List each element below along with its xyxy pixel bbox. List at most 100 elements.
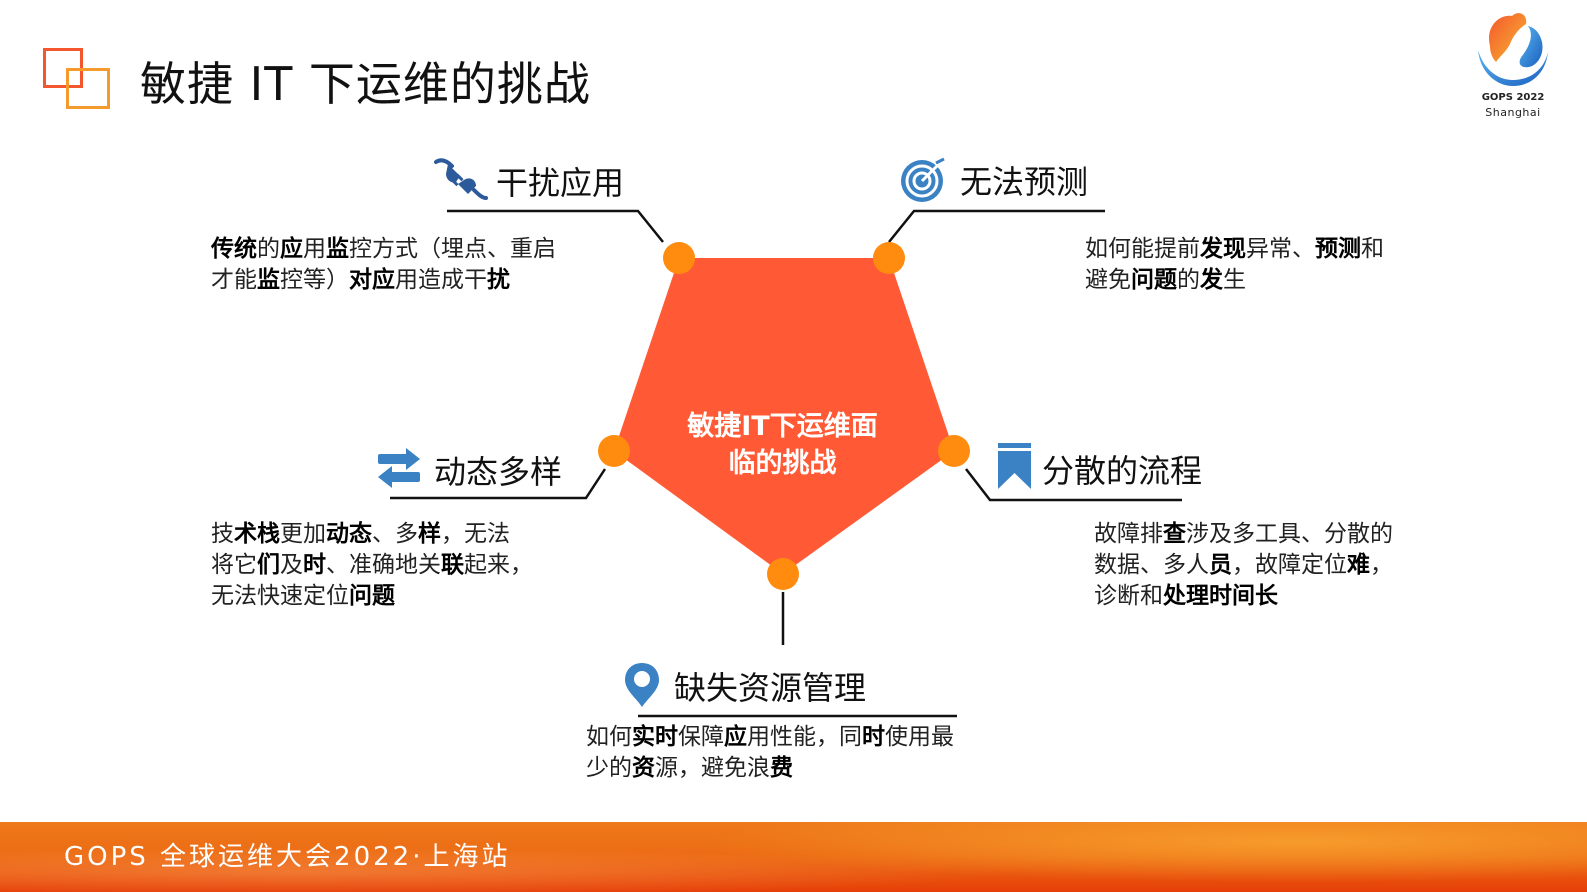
desc-line: 技术栈更加动态、多样，无法 <box>211 519 533 550</box>
connector-line-dynamic <box>390 468 607 500</box>
desc-emphasis: 应 <box>724 724 747 750</box>
challenge-title-dynamic: 动态多样 <box>434 453 563 491</box>
challenge-title-interfere: 干扰应用 <box>496 164 625 202</box>
desc-text: 故障排 <box>1094 521 1163 547</box>
desc-text: 源，避免浪 <box>655 755 770 781</box>
desc-emphasis: 难 <box>1347 552 1370 578</box>
node-scattered <box>938 435 970 467</box>
challenge-title-scattered: 分散的流程 <box>1042 452 1203 490</box>
desc-line: 将它们及时、准确地关联起来， <box>211 550 533 581</box>
desc-text: 少的 <box>586 755 632 781</box>
connector-line-scattered <box>965 468 1182 502</box>
desc-emphasis: 应 <box>280 236 303 262</box>
desc-emphasis: 动态 <box>326 521 372 547</box>
desc-line: 如何能提前发现异常、预测和 <box>1085 234 1384 265</box>
desc-emphasis: 时 <box>862 724 885 750</box>
desc-emphasis: 费 <box>770 755 793 781</box>
desc-line: 无法快速定位问题 <box>211 581 533 612</box>
plug-icon <box>434 156 488 202</box>
desc-emphasis: 时 <box>303 552 326 578</box>
center-label: 敏捷IT下运维面 临的挑战 <box>660 408 905 482</box>
desc-text: 用 <box>303 236 326 262</box>
desc-text: 的 <box>257 236 280 262</box>
node-resources <box>767 558 799 590</box>
challenge-desc-resources: 如何实时保障应用性能，同时使用最少的资源，避免浪费 <box>586 722 954 784</box>
gops-logo-year: GOPS 2022 <box>1481 92 1545 103</box>
desc-emphasis: 问题 <box>349 583 395 609</box>
center-label-line1: 敏捷IT下运维面 <box>687 411 878 442</box>
challenge-title-resources: 缺失资源管理 <box>674 669 867 707</box>
desc-emphasis: 对应 <box>349 267 395 293</box>
desc-emphasis: 术栈 <box>234 521 280 547</box>
challenge-desc-dynamic: 技术栈更加动态、多样，无法将它们及时、准确地关联起来，无法快速定位问题 <box>211 519 533 612</box>
desc-emphasis: 传统 <box>211 236 257 262</box>
desc-emphasis: 扰 <box>487 267 510 293</box>
gops-logo: GOPS 2022 Shanghai <box>1470 6 1556 121</box>
challenge-desc-scattered: 故障排查涉及多工具、分散的数据、多人员，故障定位难，诊断和处理时间长 <box>1094 519 1393 612</box>
desc-line: 避免问题的发生 <box>1085 265 1384 296</box>
desc-line: 数据、多人员，故障定位难， <box>1094 550 1393 581</box>
desc-text: ， <box>1370 552 1393 578</box>
desc-emphasis: 查 <box>1163 521 1186 547</box>
desc-emphasis: 监 <box>326 236 349 262</box>
challenge-desc-interfere: 传统的应用监控方式（埋点、重启才能监控等）对应用造成干扰 <box>211 234 556 296</box>
gops-emblem-icon <box>1478 13 1548 86</box>
desc-text: 如何能提前 <box>1085 236 1200 262</box>
desc-text: 将它 <box>211 552 257 578</box>
center-label-line2: 临的挑战 <box>728 448 837 479</box>
node-interfere <box>663 242 695 274</box>
desc-text: 更加 <box>280 521 326 547</box>
desc-text: 保障 <box>678 724 724 750</box>
desc-text: 生 <box>1223 267 1246 293</box>
desc-text: 及 <box>280 552 303 578</box>
desc-text: 异常、 <box>1246 236 1315 262</box>
desc-text: 控等） <box>280 267 349 293</box>
desc-emphasis: 实时 <box>632 724 678 750</box>
node-dynamic <box>598 435 630 467</box>
title-decoration-square-orange <box>66 68 110 109</box>
gops-logo-city: Shanghai <box>1485 106 1541 119</box>
desc-line: 少的资源，避免浪费 <box>586 753 954 784</box>
desc-text: 如何 <box>586 724 632 750</box>
footer-banner: GOPS 全球运维大会2022·上海站 <box>0 822 1587 892</box>
desc-line: 才能监控等）对应用造成干扰 <box>211 265 556 296</box>
desc-text: 无法快速定位 <box>211 583 349 609</box>
desc-emphasis: 监 <box>257 267 280 293</box>
bookmark-icon <box>998 443 1032 489</box>
desc-text: 和 <box>1361 236 1384 262</box>
desc-text: ，无法 <box>441 521 510 547</box>
connector-line-unpredictable <box>888 209 1105 243</box>
page-title: 敏捷 IT 下运维的挑战 <box>140 57 591 111</box>
desc-line: 诊断和处理时间长 <box>1094 581 1393 612</box>
desc-text: ，故障定位 <box>1232 552 1347 578</box>
challenge-title-unpredictable: 无法预测 <box>960 163 1089 201</box>
desc-text: 用造成干 <box>395 267 487 293</box>
desc-emphasis: 处理时间长 <box>1163 583 1278 609</box>
center-pentagon <box>614 258 954 574</box>
desc-text: 避免 <box>1085 267 1131 293</box>
node-unpredictable <box>873 242 905 274</box>
desc-emphasis: 们 <box>257 552 280 578</box>
challenge-desc-unpredictable: 如何能提前发现异常、预测和避免问题的发生 <box>1085 234 1384 296</box>
desc-text: 涉及多工具、分散的 <box>1186 521 1393 547</box>
desc-line: 故障排查涉及多工具、分散的 <box>1094 519 1393 550</box>
footer-text: GOPS 全球运维大会2022·上海站 <box>64 842 511 872</box>
desc-text: 起来， <box>464 552 533 578</box>
desc-emphasis: 联 <box>441 552 464 578</box>
location-pin-icon <box>624 662 660 708</box>
swap-arrows-icon <box>376 446 422 490</box>
desc-text: 、准确地关 <box>326 552 441 578</box>
desc-line: 传统的应用监控方式（埋点、重启 <box>211 234 556 265</box>
desc-text: 的 <box>1177 267 1200 293</box>
desc-emphasis: 问题 <box>1131 267 1177 293</box>
desc-text: 、多 <box>372 521 418 547</box>
desc-text: 技 <box>211 521 234 547</box>
desc-text: 才能 <box>211 267 257 293</box>
desc-text: 控方式（埋点、重启 <box>349 236 556 262</box>
connector-line-interfere <box>447 209 664 243</box>
desc-line: 如何实时保障应用性能，同时使用最 <box>586 722 954 753</box>
desc-emphasis: 资 <box>632 755 655 781</box>
desc-emphasis: 发现 <box>1200 236 1246 262</box>
desc-text: 诊断和 <box>1094 583 1163 609</box>
